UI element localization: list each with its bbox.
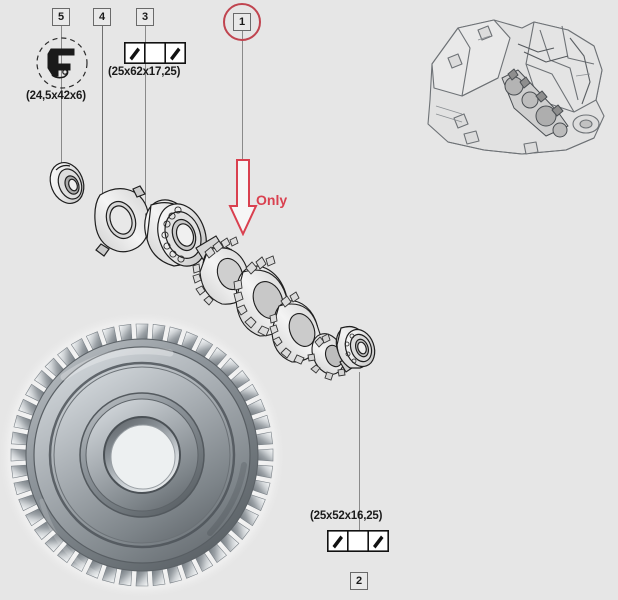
callout-5[interactable]: 5 <box>52 8 70 26</box>
exploded-parts-illustration <box>0 140 420 410</box>
dimension-label-2: (25x52x16,25) <box>310 510 383 522</box>
dimension-label-5: (24,5x42x6) <box>26 90 86 102</box>
gear-photograph <box>0 305 294 600</box>
part-ball-bearing-front <box>144 199 207 267</box>
leader-line-3 <box>145 26 146 205</box>
callout-3[interactable]: 3 <box>136 8 154 26</box>
gear-teeth <box>10 323 274 587</box>
callout-1[interactable]: 1 <box>233 13 251 31</box>
gearbox-housing-sketch <box>418 4 616 162</box>
dimension-label-3: (25x62x17,25) <box>108 66 181 78</box>
part-oil-seal <box>49 162 85 204</box>
down-arrow-icon <box>228 158 258 237</box>
leader-line-2 <box>359 372 360 530</box>
part-primary-gear-shaft <box>192 236 373 381</box>
callout-1-highlight-ring <box>223 3 261 41</box>
callout-2[interactable]: 2 <box>350 572 368 590</box>
leader-line-5 <box>61 26 62 178</box>
only-label: Only <box>256 192 288 208</box>
part-ball-bearing-rear <box>335 325 376 369</box>
oil-seal-symbol <box>34 36 90 92</box>
bearing-symbol-3 <box>124 42 187 69</box>
leader-line-4 <box>102 26 103 196</box>
bearing-symbol-2 <box>327 530 390 557</box>
part-thrust-washer <box>94 185 153 257</box>
callout-4[interactable]: 4 <box>93 8 111 26</box>
leader-line-1 <box>242 25 243 163</box>
